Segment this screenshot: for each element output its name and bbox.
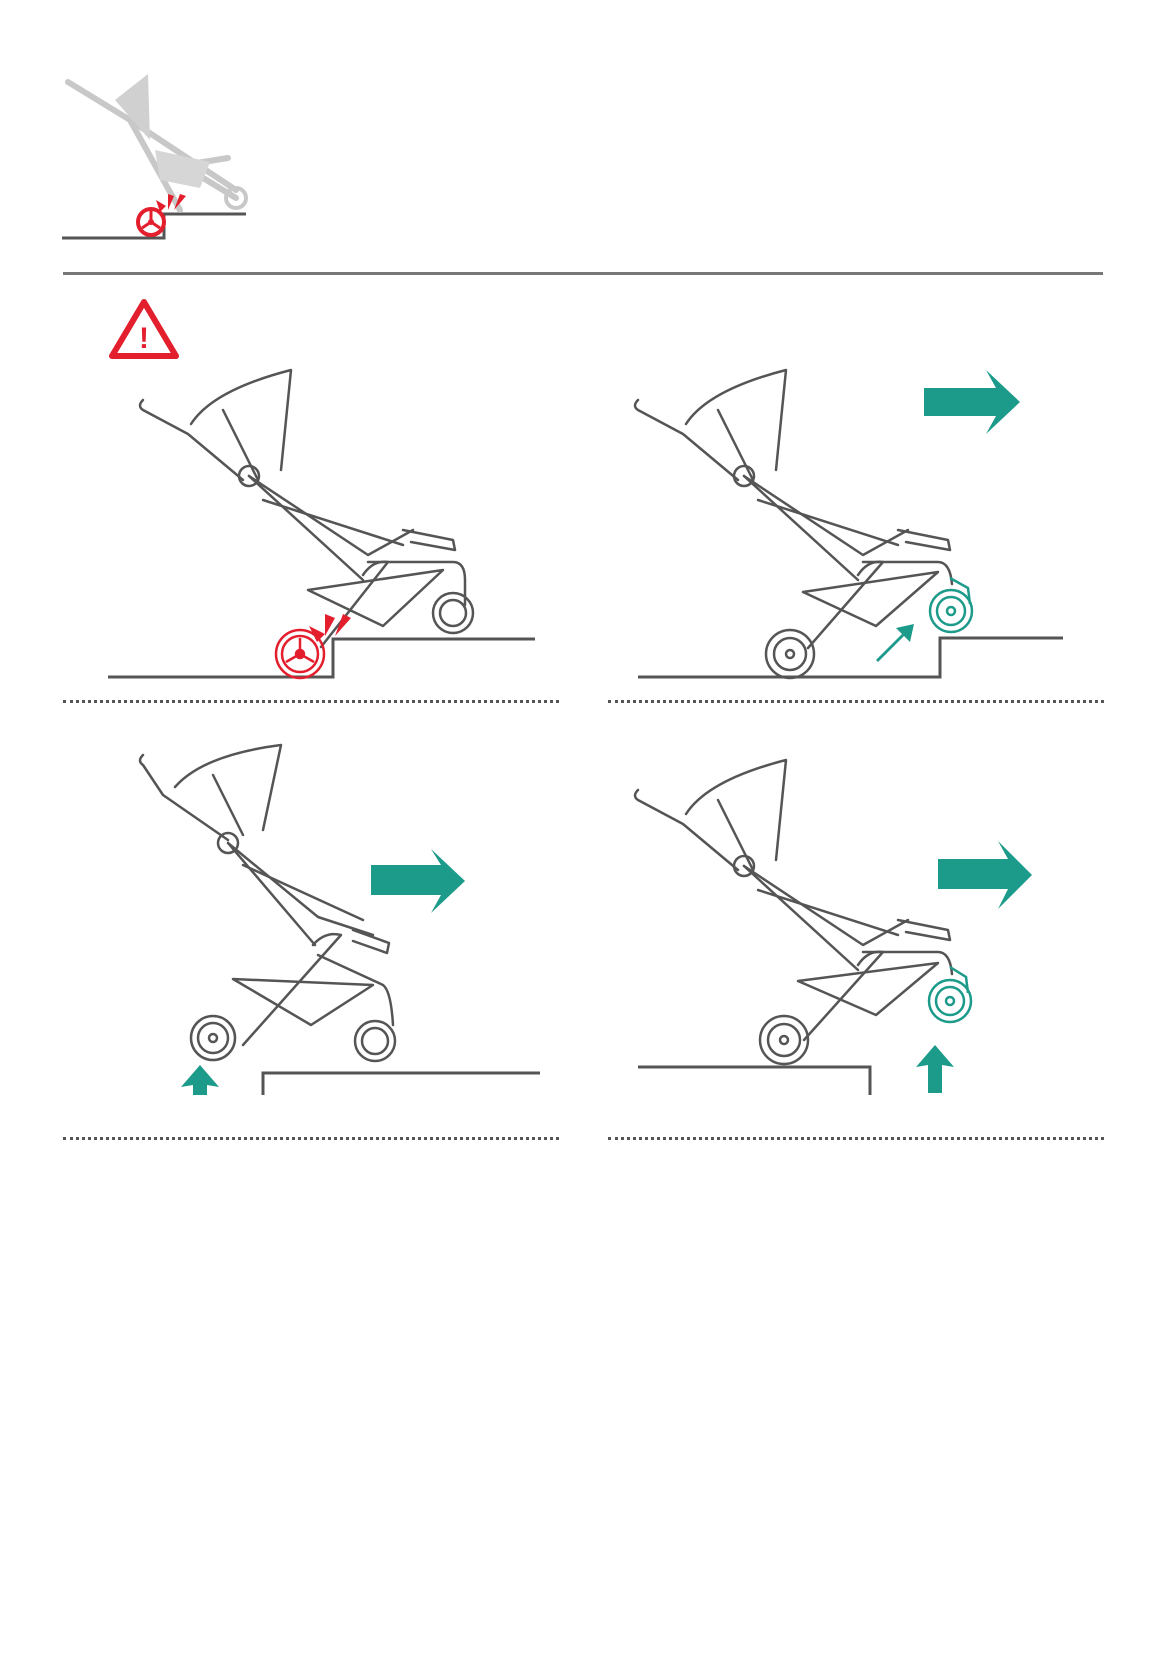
- step-panel-lift-front-wheel: [608, 330, 1128, 690]
- panel-divider: [63, 1137, 559, 1140]
- step-panel-lift-rear-wheel: [63, 735, 583, 1095]
- panel-divider: [63, 700, 559, 703]
- panel-divider: [608, 700, 1104, 703]
- stroller-blocked-by-curb-icon: [60, 70, 260, 255]
- warning-triangle-icon: !: [108, 298, 180, 360]
- step-panel-lower-front-wheel: [608, 735, 1128, 1095]
- warning-exclamation: !: [139, 322, 149, 355]
- step-panel-wheel-hits-curb: [63, 330, 583, 690]
- section-divider: [63, 272, 1103, 275]
- panel-divider: [608, 1137, 1104, 1140]
